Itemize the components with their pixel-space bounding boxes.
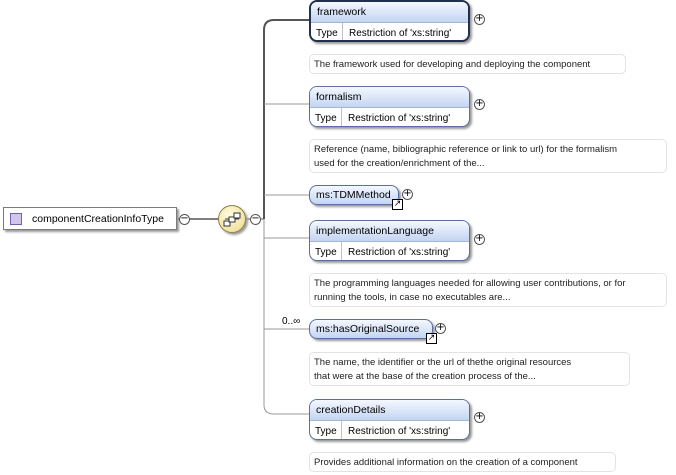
framework-expand-icon[interactable]: + (474, 13, 485, 25)
root-type-label: componentCreationInfoType (32, 212, 164, 225)
root-type-box[interactable]: componentCreationInfoType (3, 207, 177, 230)
formalism-documentation: Reference (name, bibliographic reference… (309, 139, 667, 173)
element-implementation-language[interactable]: implementationLanguage Type Restriction … (309, 220, 470, 261)
element-formalism[interactable]: formalism Type Restriction of 'xs:string… (309, 86, 470, 127)
element-creation-name: creationDetails (310, 400, 469, 421)
creation-expand-icon[interactable]: + (474, 411, 485, 423)
orig-expand-icon[interactable]: + (435, 322, 446, 334)
sequence-compositor-icon[interactable] (218, 205, 246, 233)
creation-documentation: Provides additional information on the c… (309, 452, 616, 472)
element-creation-details[interactable]: creationDetails Type Restriction of 'xs:… (309, 399, 470, 440)
element-formalism-type-row: Type Restriction of 'xs:string' (310, 108, 469, 126)
doc-line: used for the creation/enrichment of the.… (314, 158, 485, 169)
element-has-original-source[interactable]: ms:hasOriginalSource (309, 319, 433, 339)
doc-line: The programming languages needed for all… (314, 278, 626, 289)
impl-expand-icon[interactable]: + (474, 233, 485, 245)
element-impl-type-row: Type Restriction of 'xs:string' (310, 242, 469, 260)
orig-documentation: The name, the identifier or the url of t… (309, 352, 630, 386)
type-value: Restriction of 'xs:string' (348, 246, 451, 258)
type-value: Restriction of 'xs:string' (348, 425, 451, 437)
formalism-expand-icon[interactable]: + (474, 98, 485, 110)
type-label: Type (310, 242, 342, 260)
tdm-expand-icon[interactable]: + (402, 188, 413, 200)
type-value: Restriction of 'xs:string' (349, 27, 452, 39)
element-tdm-method[interactable]: ms:TDMMethod (309, 185, 399, 205)
doc-line: Reference (name, bibliographic reference… (314, 144, 618, 155)
reference-arrow-icon: ↗ (392, 199, 403, 210)
type-label: Type (310, 421, 342, 439)
root-collapse-icon[interactable]: − (179, 213, 190, 225)
impl-documentation: The programming languages needed for all… (309, 273, 667, 307)
element-framework-name: framework (311, 2, 468, 23)
element-creation-type-row: Type Restriction of 'xs:string' (310, 421, 469, 439)
doc-line: that were at the base of the creation pr… (314, 371, 536, 382)
element-impl-name: implementationLanguage (310, 221, 469, 242)
type-label: Type (310, 108, 342, 126)
type-value: Restriction of 'xs:string' (348, 112, 451, 124)
cardinality-label: 0..∞ (282, 316, 301, 327)
element-framework[interactable]: framework Type Restriction of 'xs:string… (309, 0, 470, 42)
type-label: Type (311, 23, 343, 40)
sequence-glyph-icon (223, 212, 241, 227)
element-formalism-name: formalism (310, 87, 469, 108)
doc-line: running the tools, in case no executable… (314, 292, 511, 303)
framework-documentation: The framework used for developing and de… (309, 54, 626, 74)
reference-arrow-icon: ↗ (426, 333, 437, 344)
element-framework-type-row: Type Restriction of 'xs:string' (311, 23, 468, 40)
doc-line: The name, the identifier or the url of t… (314, 357, 572, 368)
complex-type-icon (10, 212, 22, 225)
sequence-collapse-icon[interactable]: − (250, 213, 261, 225)
